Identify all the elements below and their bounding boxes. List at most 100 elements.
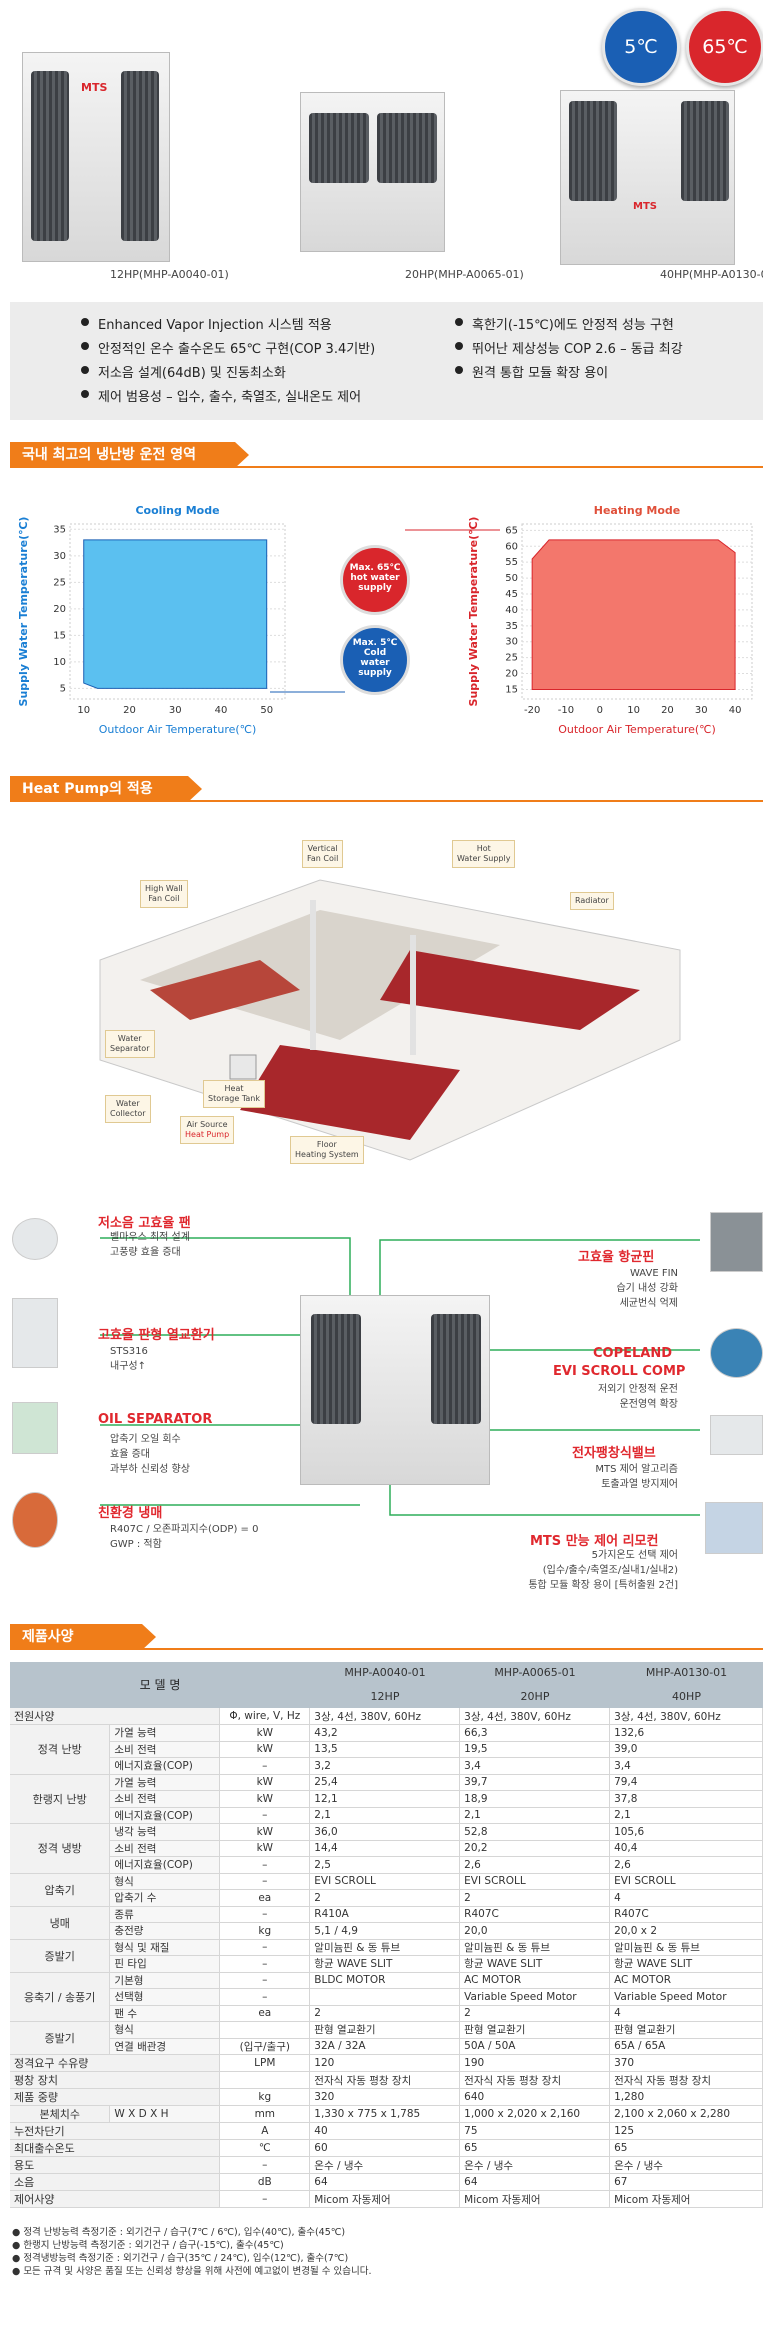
note-item: ● 한랭지 난방능력 측정기준 : 외기건구 / 습구(-15℃), 출수(45… [12,2240,284,2251]
y-tick-label: 35 [53,524,66,535]
spec-value: 알미늄핀 & 동 튜브 [309,1939,461,1956]
spec-value: 50A / 50A [459,2038,611,2055]
callout-line: supply [358,668,392,678]
y-tick-label: 20 [53,604,66,615]
spec-value: 105,6 [609,1823,763,1841]
spec-value: BLDC MOTOR [309,1972,461,1989]
callout-connectors [270,529,500,693]
spec-category: 압축기 [10,1873,111,1907]
spec-value: 2 [459,1889,611,1907]
section-title-operating-range: 국내 최고의 냉난방 운전 영역 [10,442,249,468]
spec-value: 125 [609,2122,763,2140]
spec-value: 판형 열교환기 [459,2021,611,2039]
spec-value: 3,4 [459,1757,611,1775]
spec-value: 2,1 [309,1807,461,1824]
spec-value: 36,0 [309,1823,461,1841]
spec-value: 3,4 [609,1757,763,1775]
spec-unit: – [219,1939,311,1956]
y-tick-label: 15 [505,684,518,695]
spec-value: 2,5 [309,1856,461,1874]
spec-category: 정격요구 수유량 [10,2054,221,2072]
spec-value: 37,8 [609,1790,763,1808]
spec-value: Micom 자동제어 [459,2190,611,2208]
remote-controller-thumbnail [705,1502,763,1554]
feature-list: Enhanced Vapor Injection 시스템 적용 안정적인 온수 … [10,302,763,420]
x-tick-label: 30 [169,705,182,716]
spec-value: 32A / 32A [309,2038,461,2055]
coil-grille [309,113,369,183]
spec-subcategory: 충전량 [109,1922,221,1940]
spec-unit: kW [219,1724,311,1742]
spec-unit: dB [219,2173,311,2191]
spec-subcategory: 소비 전력 [109,1790,221,1808]
spec-category: 냉매 [10,1906,111,1940]
spec-value: EVI SCROLL [459,1873,611,1890]
spec-value: 2,1 [609,1807,763,1824]
spec-unit: – [219,1906,311,1923]
chart-title: Cooling Mode [135,504,219,517]
expansion-valve-thumbnail [710,1415,763,1455]
spec-value: 65 [459,2139,611,2157]
product-image-12hp: MTS [22,52,170,262]
spec-subcategory: 가열 능력 [109,1724,221,1742]
plot-area [521,523,753,700]
spec-category: 소음 [10,2173,221,2191]
part-title-remote: MTS 만능 제어 리모컨 [530,1534,659,1549]
part-desc-remote: 5가지온도 선택 제어(입수/출수/축열조/실내1/실내2)통합 모듈 확장 용… [528,1550,678,1591]
x-tick-label: 20 [661,705,674,716]
spec-subcategory: 연결 배관경 [109,2038,221,2055]
product-image-40hp: MTS [560,90,735,265]
spec-unit: mm [219,2105,311,2123]
spec-category: 누전차단기 [10,2122,221,2140]
spec-unit: – [219,1972,311,1989]
spec-value: 2 [309,2005,461,2022]
x-tick-label: 10 [77,705,90,716]
spec-unit: ea [219,2005,311,2022]
spec-value: AC MOTOR [609,1972,763,1989]
spec-value: 3상, 4선, 380V, 60Hz [309,1708,461,1725]
part-title-refrigerant: 친환경 냉매 [98,1506,163,1521]
spec-value: 2,100 x 2,060 x 2,280 [609,2105,763,2123]
feature-item: 뛰어난 제상성능 COP 2.6 – 동급 최강 [455,338,683,357]
y-tick-label: 25 [505,653,518,664]
spec-unit: ℃ [219,2139,311,2157]
model-hp-2: 20HP [520,1690,550,1703]
model-name-3: MHP-A0130-01 [645,1666,728,1679]
spec-category: 용도 [10,2156,221,2174]
feature-item: Enhanced Vapor Injection 시스템 적용 [81,314,332,333]
spec-value: 13,5 [309,1741,461,1758]
spec-value: 2 [309,1889,461,1907]
compressor-thumbnail [710,1328,763,1378]
feature-item: 제어 범용성 – 입수, 출수, 축열조, 실내온도 제어 [80,386,361,405]
spec-value: 알미늄핀 & 동 튜브 [609,1939,763,1956]
spec-unit: kW [219,1790,311,1808]
spec-value: R407C [609,1906,763,1923]
spec-subcategory: W X D X H [109,2105,221,2123]
spec-value: 39,0 [609,1741,763,1758]
spec-unit: – [219,2156,311,2174]
model-hp-3: 40HP [672,1690,701,1703]
coil-grille [311,1314,361,1424]
spec-value: 320 [309,2088,461,2106]
spec-category: 본체치수 [10,2105,111,2123]
spec-unit: – [219,1955,311,1973]
part-title-fin: 고효율 항균핀 [578,1250,655,1265]
spec-subcategory: 에너지효율(COP) [109,1856,221,1874]
plot-area [69,523,286,700]
model-name-label: 모 델 명 [139,1678,181,1692]
